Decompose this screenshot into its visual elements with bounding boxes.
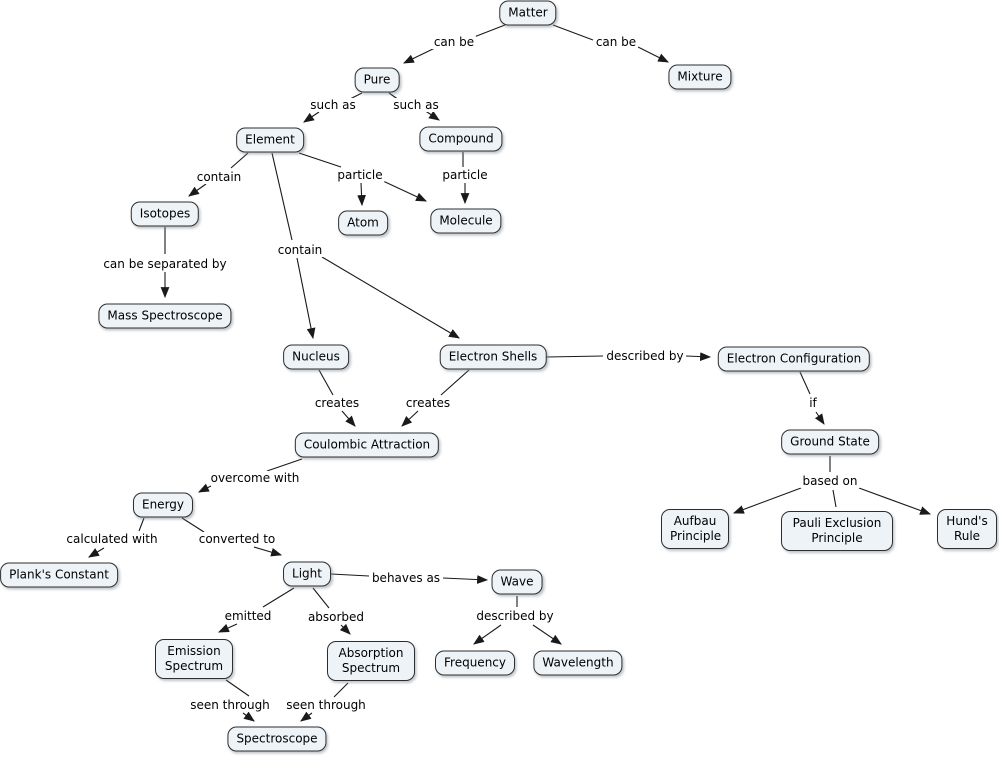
link-label-particle-1[interactable]: particle bbox=[335, 168, 385, 182]
node-emission-spectrum[interactable]: Emission Spectrum bbox=[155, 639, 233, 679]
node-isotopes[interactable]: Isotopes bbox=[130, 201, 200, 227]
node-atom[interactable]: Atom bbox=[338, 210, 388, 236]
link-label-particle-2[interactable]: particle bbox=[440, 168, 490, 182]
link-label-can-be-2[interactable]: can be bbox=[593, 35, 639, 49]
link-label-based-on[interactable]: based on bbox=[800, 474, 860, 488]
link-label-such-as-2[interactable]: such as bbox=[391, 98, 441, 112]
node-wavelength[interactable]: Wavelength bbox=[533, 650, 623, 676]
node-pauli-exclusion-principle[interactable]: Pauli Exclusion Principle bbox=[781, 511, 893, 551]
node-planks-constant[interactable]: Plank's Constant bbox=[0, 562, 118, 588]
node-light[interactable]: Light bbox=[283, 561, 331, 587]
node-electron-shells[interactable]: Electron Shells bbox=[439, 344, 547, 370]
node-element[interactable]: Element bbox=[236, 127, 304, 153]
node-mixture[interactable]: Mixture bbox=[668, 64, 732, 90]
link-label-converted-to[interactable]: converted to bbox=[196, 532, 278, 546]
link-label-overcome-with[interactable]: overcome with bbox=[208, 471, 302, 485]
node-nucleus[interactable]: Nucleus bbox=[283, 344, 349, 370]
node-matter[interactable]: Matter bbox=[499, 0, 557, 26]
link-label-described-by-1[interactable]: described by bbox=[604, 349, 686, 363]
node-frequency[interactable]: Frequency bbox=[435, 650, 515, 676]
link-label-seen-through-1[interactable]: seen through bbox=[188, 698, 272, 712]
link-label-seen-through-2[interactable]: seen through bbox=[284, 698, 368, 712]
node-electron-configuration[interactable]: Electron Configuration bbox=[717, 346, 871, 372]
node-coulombic-attraction[interactable]: Coulombic Attraction bbox=[294, 432, 440, 458]
connector-arrows bbox=[88, 46, 932, 722]
link-label-can-be-1[interactable]: can be bbox=[431, 35, 477, 49]
link-label-described-by-2[interactable]: described by bbox=[474, 609, 556, 623]
link-label-absorbed[interactable]: absorbed bbox=[305, 610, 367, 624]
link-label-calculated-with[interactable]: calculated with bbox=[64, 532, 160, 546]
node-spectroscope[interactable]: Spectroscope bbox=[227, 726, 327, 752]
link-label-if[interactable]: if bbox=[807, 396, 819, 410]
link-label-contain-1[interactable]: contain bbox=[194, 170, 244, 184]
link-label-can-be-separated-by[interactable]: can be separated by bbox=[101, 257, 229, 271]
node-pure[interactable]: Pure bbox=[354, 67, 400, 93]
node-molecule[interactable]: Molecule bbox=[430, 208, 502, 234]
node-compound[interactable]: Compound bbox=[419, 126, 503, 152]
link-label-contain-2[interactable]: contain bbox=[275, 243, 325, 257]
link-label-creates-1[interactable]: creates bbox=[312, 396, 362, 410]
connector-segments bbox=[138, 24, 837, 698]
node-ground-state[interactable]: Ground State bbox=[781, 429, 879, 455]
link-label-such-as-1[interactable]: such as bbox=[308, 98, 358, 112]
node-aufbau-principle[interactable]: Aufbau Principle bbox=[661, 509, 729, 549]
node-mass-spectroscope[interactable]: Mass Spectroscope bbox=[98, 303, 232, 329]
node-wave[interactable]: Wave bbox=[491, 569, 543, 595]
node-hunds-rule[interactable]: Hund's Rule bbox=[937, 509, 997, 549]
link-label-creates-2[interactable]: creates bbox=[403, 396, 453, 410]
node-energy[interactable]: Energy bbox=[132, 492, 194, 518]
link-label-emitted[interactable]: emitted bbox=[222, 609, 274, 623]
link-label-behaves-as[interactable]: behaves as bbox=[369, 571, 443, 585]
node-absorption-spectrum[interactable]: Absorption Spectrum bbox=[327, 641, 415, 681]
